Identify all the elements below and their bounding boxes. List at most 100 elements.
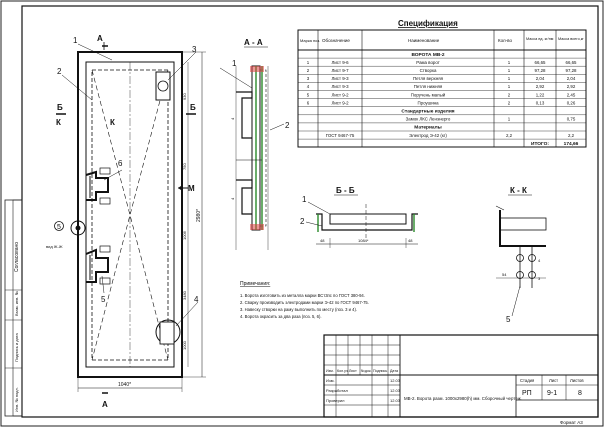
section-aa-title: А - А — [244, 38, 263, 47]
spec-row-cell: 1 — [508, 60, 511, 65]
front-marker-1: 1 — [73, 36, 78, 45]
section-kk-marker-5: 5 — [506, 315, 511, 324]
spec-row-cell: Рама ворот — [416, 60, 439, 65]
spec-row-cell: 2,04 — [567, 76, 576, 81]
section-mark-a-bottom: А — [102, 392, 108, 409]
spec-mat-row-cell: Электрод Э-42 (кг) — [409, 133, 447, 138]
note-line-3: 3. Навеску створки на раму выполнить по … — [240, 307, 357, 312]
dim-chain: 930 750 1006 3480 1000 — [182, 62, 189, 367]
spec-group-title: ВОРОТА МВ-2 — [411, 52, 444, 58]
section-kk-dim-c: 3 — [538, 276, 541, 281]
spec-header-mark: Марка поз. — [300, 38, 320, 43]
top-hinge — [155, 71, 171, 101]
svg-text:4: 4 — [230, 117, 235, 120]
sign-header-3: №док. — [361, 369, 372, 373]
side-label-inventory: Инв. № подл. — [14, 387, 19, 412]
spec-row-cell: 2 — [307, 68, 310, 73]
spec-row-cell: 97,28 — [535, 68, 547, 73]
section-aa: А - А 1 2 4 4 — [219, 38, 290, 250]
spec-row-cell: 0,13 — [536, 100, 545, 105]
section-bb-title: Б - Б — [336, 186, 355, 195]
role-date: 12.03 — [390, 378, 401, 383]
svg-text:К: К — [56, 118, 61, 127]
spec-row-cell: Лист 9-2 — [331, 100, 349, 105]
note-line-2: 2. Сварку производить электродами марки … — [240, 300, 369, 305]
gate-frame-outer — [77, 51, 183, 378]
handle-lower — [85, 245, 111, 285]
svg-text:3480: 3480 — [182, 290, 187, 300]
note-line-1: 1. Ворота изготовить из металла марки ВС… — [240, 293, 365, 298]
bottom-hinge — [155, 319, 181, 345]
svg-text:Б: Б — [57, 103, 63, 112]
sheets-value: 8 — [578, 390, 582, 397]
note-line-4: 4. Ворота окрасить за два раза (поз. 5, … — [240, 314, 322, 319]
spec-std-row-cell: Замок ЛКС Ленэнерго — [406, 117, 451, 122]
spec-total-label: ИТОГО: — [531, 141, 549, 147]
spec-row-cell: 2 — [508, 100, 511, 105]
drawing-description: МВ-2. Ворота разм. 1000х2980(h) мм. Сбор… — [404, 396, 522, 401]
spec-row-cell: 1 — [508, 68, 511, 73]
spec-std-title: Стандартные изделия — [401, 109, 454, 115]
section-bb: Б - Б 1 2 48 1084* 48 — [300, 186, 418, 248]
spec-header-unit-mass: Масса ед. кг/пм — [526, 37, 554, 41]
dim-height: 2980* — [182, 51, 206, 378]
section-bb-dim-middle: 1084* — [358, 238, 369, 243]
section-bb-marker-1: 1 — [302, 195, 307, 204]
section-mark-a-top: А — [97, 34, 108, 50]
spec-row-cell: Проушина — [417, 100, 439, 105]
spec-row-cell: 66,65 — [535, 60, 547, 65]
section-mark-b-left: Б — [56, 103, 66, 115]
spec-row-cell: Петля нижняя — [414, 84, 443, 89]
spec-row-cell: 66,65 — [566, 60, 578, 65]
svg-text:4: 4 — [230, 197, 235, 200]
spec-row-cell: 2,04 — [536, 76, 545, 81]
spec-row-cell: Створка — [420, 68, 437, 73]
svg-text:А: А — [102, 400, 108, 409]
spec-mat-title: Материалы — [414, 125, 441, 131]
sign-header-0: Изм. — [326, 369, 334, 373]
notes-block: Примечания: 1. Ворота изготовить из мета… — [240, 281, 369, 319]
side-label-signature: Подпись и дата — [14, 332, 19, 362]
spec-header-designation: Обозначение — [322, 38, 350, 43]
front-marker-2: 2 — [57, 67, 62, 76]
sheets-header: Листов — [570, 378, 584, 383]
svg-text:А: А — [97, 34, 103, 43]
spec-row-cell: 2,92 — [567, 84, 576, 89]
section-kk-dim-b: 4 — [538, 258, 541, 263]
role-label: Разработал — [326, 388, 348, 393]
sheet-header: Лист — [549, 378, 558, 383]
role-date: 12.03 — [390, 398, 401, 403]
svg-text:1000: 1000 — [182, 340, 187, 350]
front-marker-5b: 5 — [101, 295, 106, 304]
spec-header-qty: Кол-во — [498, 38, 512, 43]
dim-width: 1040* — [77, 378, 183, 392]
sign-header-1: Кол.уч. — [337, 369, 349, 373]
spec-row-cell: Лист 9-3 — [331, 76, 349, 81]
spec-row-cell: 4 — [307, 84, 310, 89]
svg-text:750: 750 — [182, 163, 187, 170]
spec-row-cell: 6 — [307, 100, 310, 105]
spec-std-row-cell: 1 — [508, 117, 511, 122]
svg-text:1006: 1006 — [182, 230, 187, 240]
svg-text:930: 930 — [182, 93, 187, 100]
spec-header-name: Наименование — [408, 38, 440, 43]
front-marker-5a: 6 — [118, 159, 123, 168]
spec-row-cell: 1 — [508, 84, 511, 89]
section-mark-k: К К — [56, 118, 115, 127]
spec-row-cell: 0,26 — [567, 100, 576, 105]
section-kk-title: К - К — [510, 186, 527, 195]
spec-row-cell: 1,22 — [536, 92, 545, 97]
spec-row-cell: Лист 9-2 — [331, 92, 349, 97]
sheet-inner-frame — [21, 5, 599, 418]
spec-row-cell: Поручень малый — [411, 92, 446, 97]
section-aa-marker-1: 1 — [232, 59, 237, 68]
spec-table: Спецификация Марка поз. Обозначение Наим… — [297, 19, 587, 148]
stage-header: Стадия — [520, 378, 534, 383]
spec-header-total-mass: Масса всего,кг — [558, 37, 584, 41]
front-marker-4: 4 — [194, 295, 199, 304]
svg-text:М: М — [188, 184, 195, 193]
